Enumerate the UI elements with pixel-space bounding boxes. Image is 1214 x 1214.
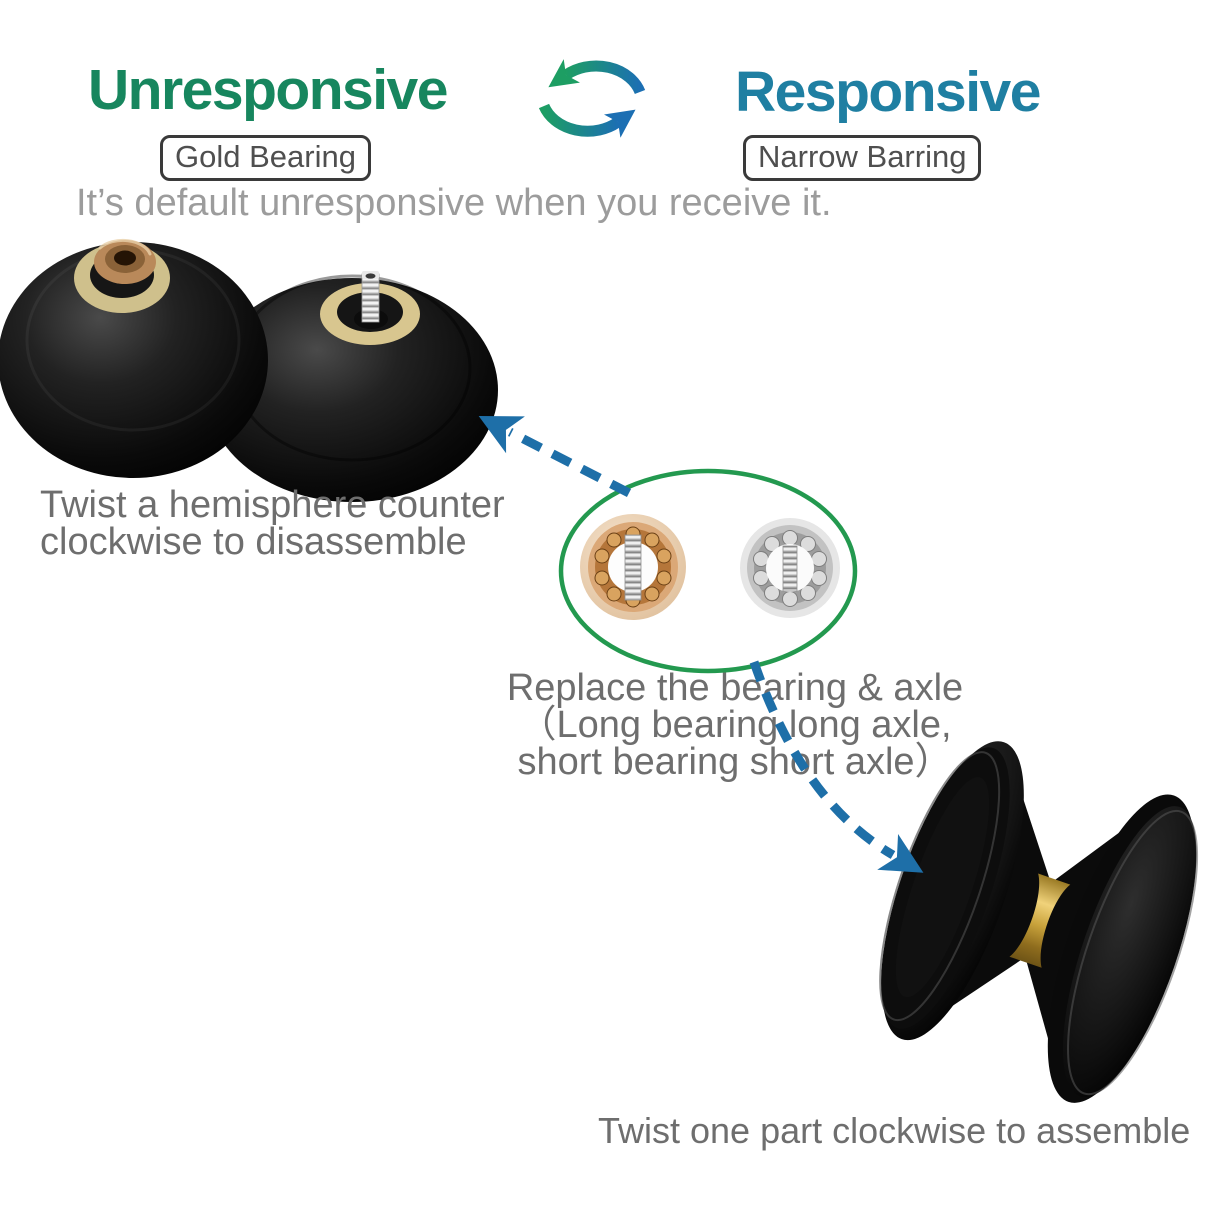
cycle-top-arrow [548,59,646,95]
responsive-title: Responsive [735,60,1041,124]
subtitle: It’s default unresponsive when you recei… [76,182,832,224]
disassemble-line1: Twist a hemisphere counter [40,484,505,526]
short-axle [782,545,798,592]
assembled-yoyo-photo [879,741,1199,1103]
yoyo-half-with-axle [206,271,498,502]
disassemble-instruction: Twist a hemisphere counter clockwise to … [40,484,505,563]
assembled-yoyo [879,741,1199,1103]
disassemble-line2: clockwise to disassemble [40,521,467,563]
highlight-ellipse [558,468,858,674]
yoyo-half-with-bearing [0,238,268,478]
narrow-bearing-badge: Narrow Barring [743,135,982,181]
gold-bearing-spacer [1009,873,1071,968]
unresponsive-title: Unresponsive [88,58,448,122]
gold-bearing-badge: Gold Bearing [160,135,371,181]
long-axle [624,534,642,601]
swap-cycle-icon [538,59,646,138]
cycle-bottom-arrow [538,103,636,138]
replace-line1: Replace the bearing & axle [506,667,964,709]
bearings-photo [558,468,858,674]
gold-bearing-long-axle [580,514,686,620]
silver-bearing-short-axle [740,518,840,618]
disassembled-yoyo-photo [0,238,498,502]
threaded-axle [361,273,380,323]
assemble-instruction: Twist one part clockwise to assemble [598,1110,1191,1151]
